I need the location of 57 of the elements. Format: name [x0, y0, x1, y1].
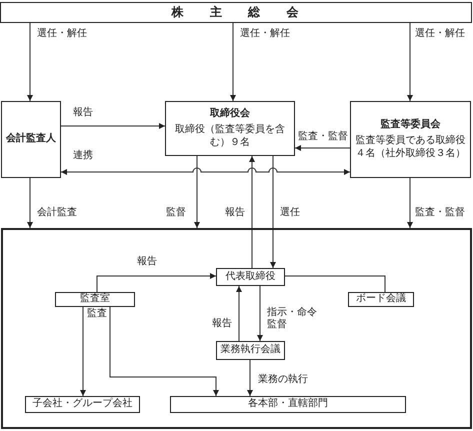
- arrow: [407, 178, 413, 228]
- org-box: [216, 268, 285, 286]
- connector-line: [284, 276, 386, 292]
- edge-label: 連携: [73, 150, 93, 162]
- arrow: [80, 306, 86, 396]
- edge-label: 指示・命令監督: [267, 307, 318, 331]
- org-box: [350, 101, 471, 178]
- box-text: 各本部・直轄部門: [247, 398, 329, 411]
- arrow: [230, 22, 236, 102]
- arrow: [249, 156, 255, 268]
- box-text: 取締役（監査等委員を含む）９名: [174, 124, 286, 150]
- box-text: 子会社・グループ会社: [32, 398, 134, 411]
- org-box: [0, 2, 472, 23]
- box-heading: 監査等委員会: [380, 118, 442, 132]
- edge-label: 監査・監督: [298, 131, 348, 143]
- edge-label: 選任・解任: [37, 28, 87, 40]
- org-box: [165, 101, 295, 156]
- edge-label: 業務の執行: [258, 374, 308, 386]
- arrow: [96, 273, 216, 292]
- box-text: 株主総会: [170, 5, 326, 20]
- box-text: 会計監査人: [5, 133, 57, 146]
- arrow: [27, 22, 33, 102]
- edge-label: 監査・監督: [415, 207, 465, 219]
- box-text: ボード会議: [355, 293, 407, 306]
- edge-label: 報告: [73, 107, 93, 119]
- arrow: [110, 306, 219, 396]
- edge-label: 報告: [137, 256, 157, 268]
- arrow: [257, 286, 263, 342]
- arrow: [294, 145, 350, 151]
- arrow: [194, 156, 200, 228]
- edge-label: 選任・解任: [240, 28, 290, 40]
- arrow: [27, 178, 33, 228]
- frame-box: [1, 228, 472, 429]
- org-box: [55, 292, 135, 307]
- org-box: [170, 396, 406, 413]
- arrow: [407, 22, 413, 102]
- org-box: [1, 101, 61, 178]
- box-text: 業務執行会議: [220, 344, 282, 357]
- edge-label: 監督: [166, 207, 186, 219]
- edge-label: 会計監査: [37, 207, 77, 219]
- org-box: [25, 396, 140, 413]
- arrow: [60, 123, 166, 129]
- org-box: [216, 341, 285, 360]
- box-text: 代表取締役: [224, 270, 276, 284]
- edge-label: 選任: [280, 207, 300, 219]
- edge-label: 報告: [212, 318, 232, 330]
- arrow: [247, 360, 253, 396]
- org-box: [348, 292, 414, 307]
- box-text: 監査室: [79, 293, 111, 306]
- box-heading: 取締役会: [208, 108, 251, 120]
- arrow: [60, 168, 350, 175]
- edge-label: 報告: [225, 207, 245, 219]
- arrow: [236, 286, 242, 342]
- edge-label: 選任・解任: [415, 28, 465, 40]
- box-text: 監査等委員である取締役４名（社外取締役３名）: [354, 135, 466, 160]
- text-label: 監査: [87, 308, 107, 320]
- arrow: [270, 156, 276, 268]
